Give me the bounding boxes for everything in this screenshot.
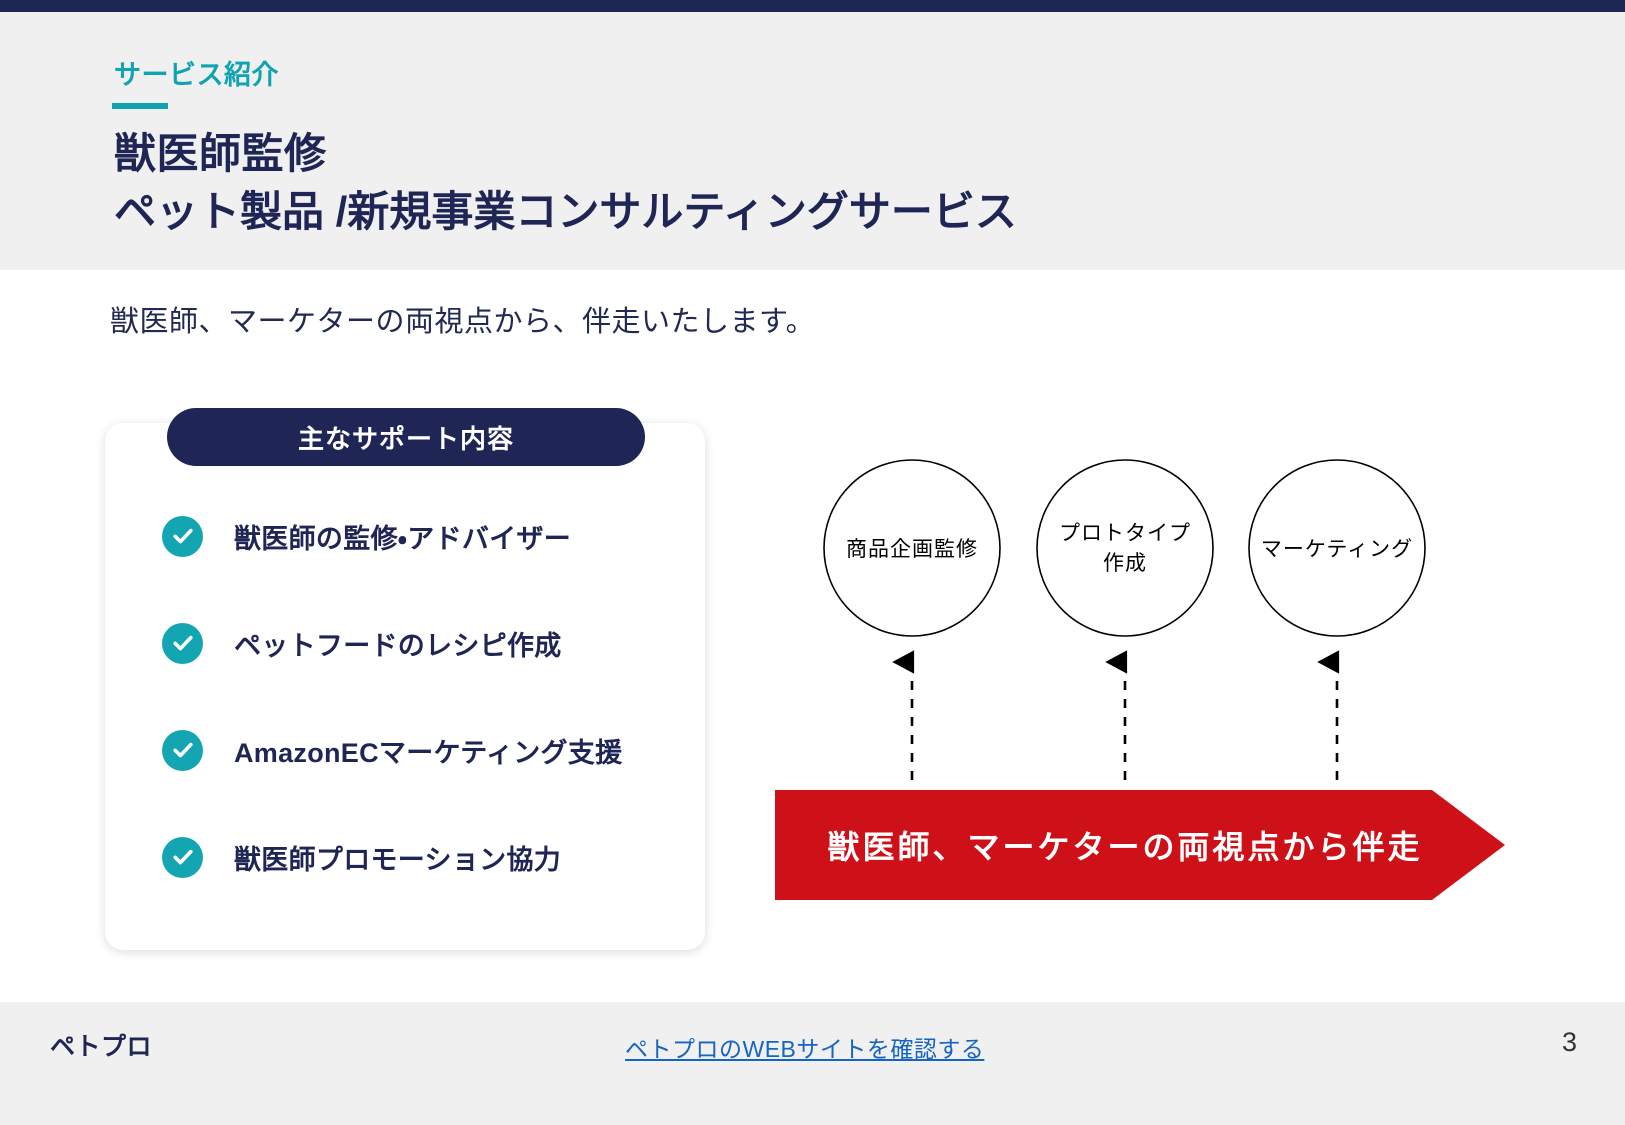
process-circle-3 [1248,459,1426,637]
process-circle-2-label-line-2: 作成 [1103,552,1147,575]
check-circle-icon [162,729,203,771]
support-card-header-pill: 主なサポート内容 [167,408,645,466]
footer-website-link[interactable]: ペトプロのWEBサイトを確認する [625,1036,985,1062]
process-circle-1-label: 商品企画監修 [846,538,978,561]
list-item-label: AmazonECマーケティング支援 [234,737,623,768]
lead-paragraph: 獣医師、マーケターの両視点から、伴走いたします。 [110,306,816,338]
support-card-title: 主なサポート内容 [297,423,514,454]
eyebrow-label: サービス紹介 [114,60,279,90]
page-title: 獣医師監修 ペット製品 /新規事業コンサルティングサービス [114,125,1017,240]
check-circle-icon [162,515,203,557]
page-title-line-2: ペット製品 /新規事業コンサルティングサービス [114,187,1017,235]
process-circle-2 [1036,459,1214,637]
page-number: 3 [1561,1027,1577,1057]
footer-band [0,1002,1625,1125]
footer-brand: ペトプロ [50,1033,153,1061]
check-circle-icon [162,622,203,664]
support-list: 獣医師の監修・アドバイザー ペットフードのレシピ作成 AmazonECマーケティ… [105,423,705,950]
list-item: 獣医師プロモーション協力 [105,829,705,885]
process-diagram: 商品企画監修 プロトタイプ 作成 マーケティング [760,430,1550,930]
process-circle-3-label: マーケティング [1261,538,1413,561]
eyebrow-underline-rule [112,103,168,109]
list-item: 獣医師の監修・アドバイザー [105,508,705,564]
list-item: AmazonECマーケティング支援 [105,722,705,778]
top-accent-bar [0,0,1625,12]
list-item: ペットフードのレシピ作成 [105,615,705,671]
list-item-label: ペットフードのレシピ作成 [234,630,562,661]
support-card [105,423,705,950]
list-item-label: 獣医師の監修・アドバイザー [234,523,572,554]
process-circle-2-label-line-1: プロトタイプ [1059,522,1191,545]
check-circle-icon [162,836,203,878]
header-band [0,12,1625,270]
red-banner-arrow [775,790,1505,900]
list-item-label: 獣医師プロモーション協力 [234,844,562,875]
process-circle-1 [823,459,1001,637]
page-title-line-1: 獣医師監修 [114,130,327,177]
